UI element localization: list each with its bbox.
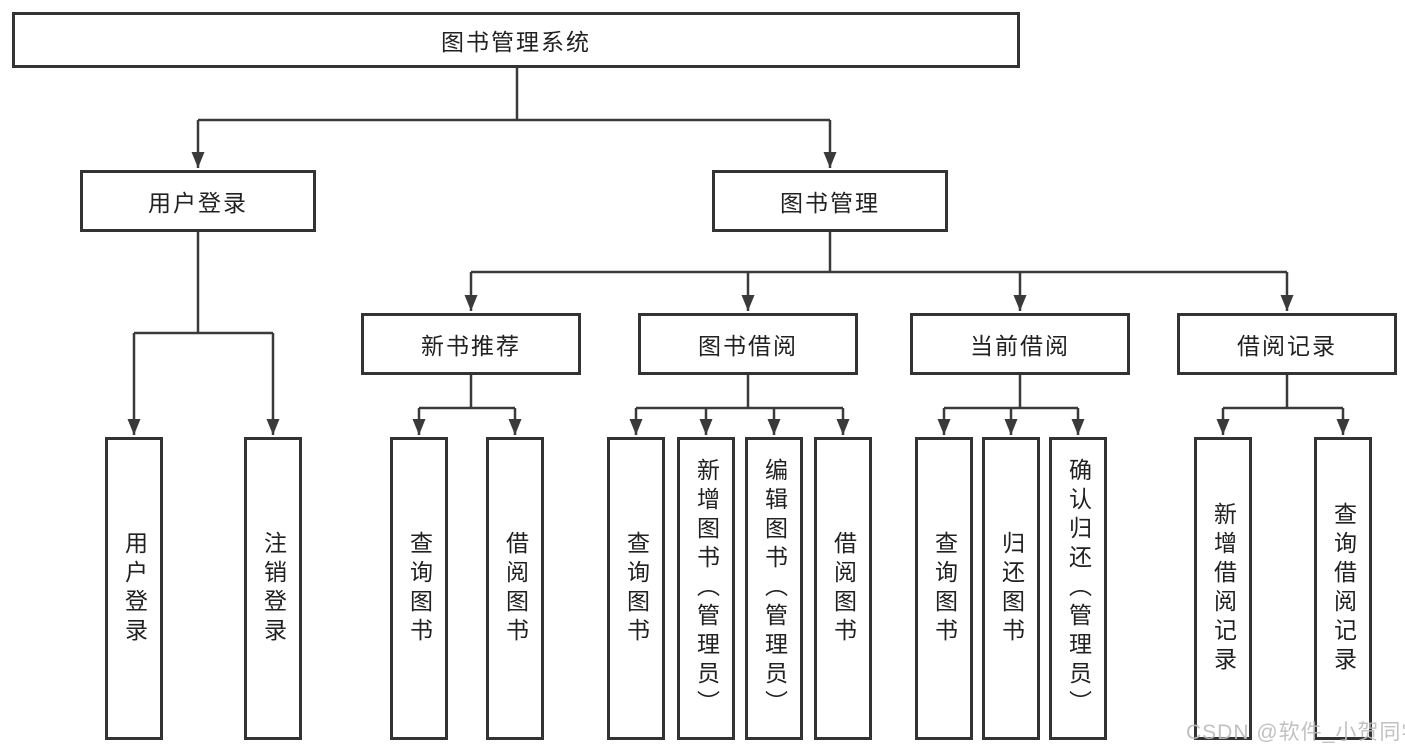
- leaf-box-borrow-books-borrowing: 借阅图书: [814, 437, 872, 740]
- leaf-borrow-books-borrowing-label: 借阅图书: [830, 530, 857, 647]
- root-label: 图书管理系统: [441, 29, 591, 55]
- leaf-edit-book-admin-label: 编辑图书（管理员）: [761, 458, 788, 719]
- group-book-borrowing-label: 图书借阅: [698, 333, 798, 359]
- leaf-borrow-books-recommend-label: 借阅图书: [502, 530, 529, 647]
- leaf-query-books-borrowing-label: 查询图书: [623, 530, 650, 647]
- leaf-box-add-book-admin: 新增图书（管理员）: [677, 437, 735, 740]
- leaf-query-borrow-record-label: 查询借阅记录: [1330, 501, 1357, 676]
- leaf-box-return-book: 归还图书: [982, 437, 1040, 740]
- group-box-new-book-recommend: 新书推荐: [361, 313, 581, 375]
- csdn-watermark: CSDN @软件_小贺同学: [1186, 721, 1405, 744]
- leaf-add-borrow-record-label: 新增借阅记录: [1210, 501, 1237, 676]
- leaf-query-books-current-label: 查询图书: [931, 530, 958, 647]
- leaf-box-query-borrow-record: 查询借阅记录: [1314, 437, 1372, 740]
- branch-box-book-management: 图书管理: [712, 170, 948, 232]
- root-box-library-system: 图书管理系统: [12, 12, 1020, 68]
- branch-box-user-login: 用户登录: [80, 170, 316, 232]
- leaf-box-query-books-recommend: 查询图书: [390, 437, 448, 740]
- leaf-box-edit-book-admin: 编辑图书（管理员）: [745, 437, 803, 740]
- leaf-box-confirm-return-admin: 确认归还（管理员）: [1049, 437, 1107, 740]
- group-current-borrowing-label: 当前借阅: [970, 333, 1070, 359]
- leaf-box-logout: 注销登录: [244, 437, 302, 740]
- leaf-add-book-admin-label: 新增图书（管理员）: [693, 458, 720, 719]
- leaf-box-add-borrow-record: 新增借阅记录: [1194, 437, 1252, 740]
- leaf-box-borrow-books-recommend: 借阅图书: [486, 437, 544, 740]
- group-borrowing-records-label: 借阅记录: [1237, 333, 1337, 359]
- leaf-box-user-login: 用户登录: [105, 437, 163, 740]
- leaf-logout-label: 注销登录: [260, 530, 287, 647]
- leaf-box-query-books-current: 查询图书: [915, 437, 973, 740]
- branch-book-management-label: 图书管理: [780, 190, 880, 216]
- leaf-user-login-label: 用户登录: [121, 530, 148, 647]
- leaf-query-books-recommend-label: 查询图书: [406, 530, 433, 647]
- group-box-book-borrowing: 图书借阅: [638, 313, 858, 375]
- leaf-confirm-return-admin-label: 确认归还（管理员）: [1065, 458, 1092, 719]
- group-new-book-recommend-label: 新书推荐: [421, 333, 521, 359]
- group-box-current-borrowing: 当前借阅: [910, 313, 1130, 375]
- leaf-return-book-label: 归还图书: [998, 530, 1025, 647]
- leaf-box-query-books-borrowing: 查询图书: [607, 437, 665, 740]
- branch-user-login-label: 用户登录: [148, 190, 248, 216]
- group-box-borrowing-records: 借阅记录: [1177, 313, 1397, 375]
